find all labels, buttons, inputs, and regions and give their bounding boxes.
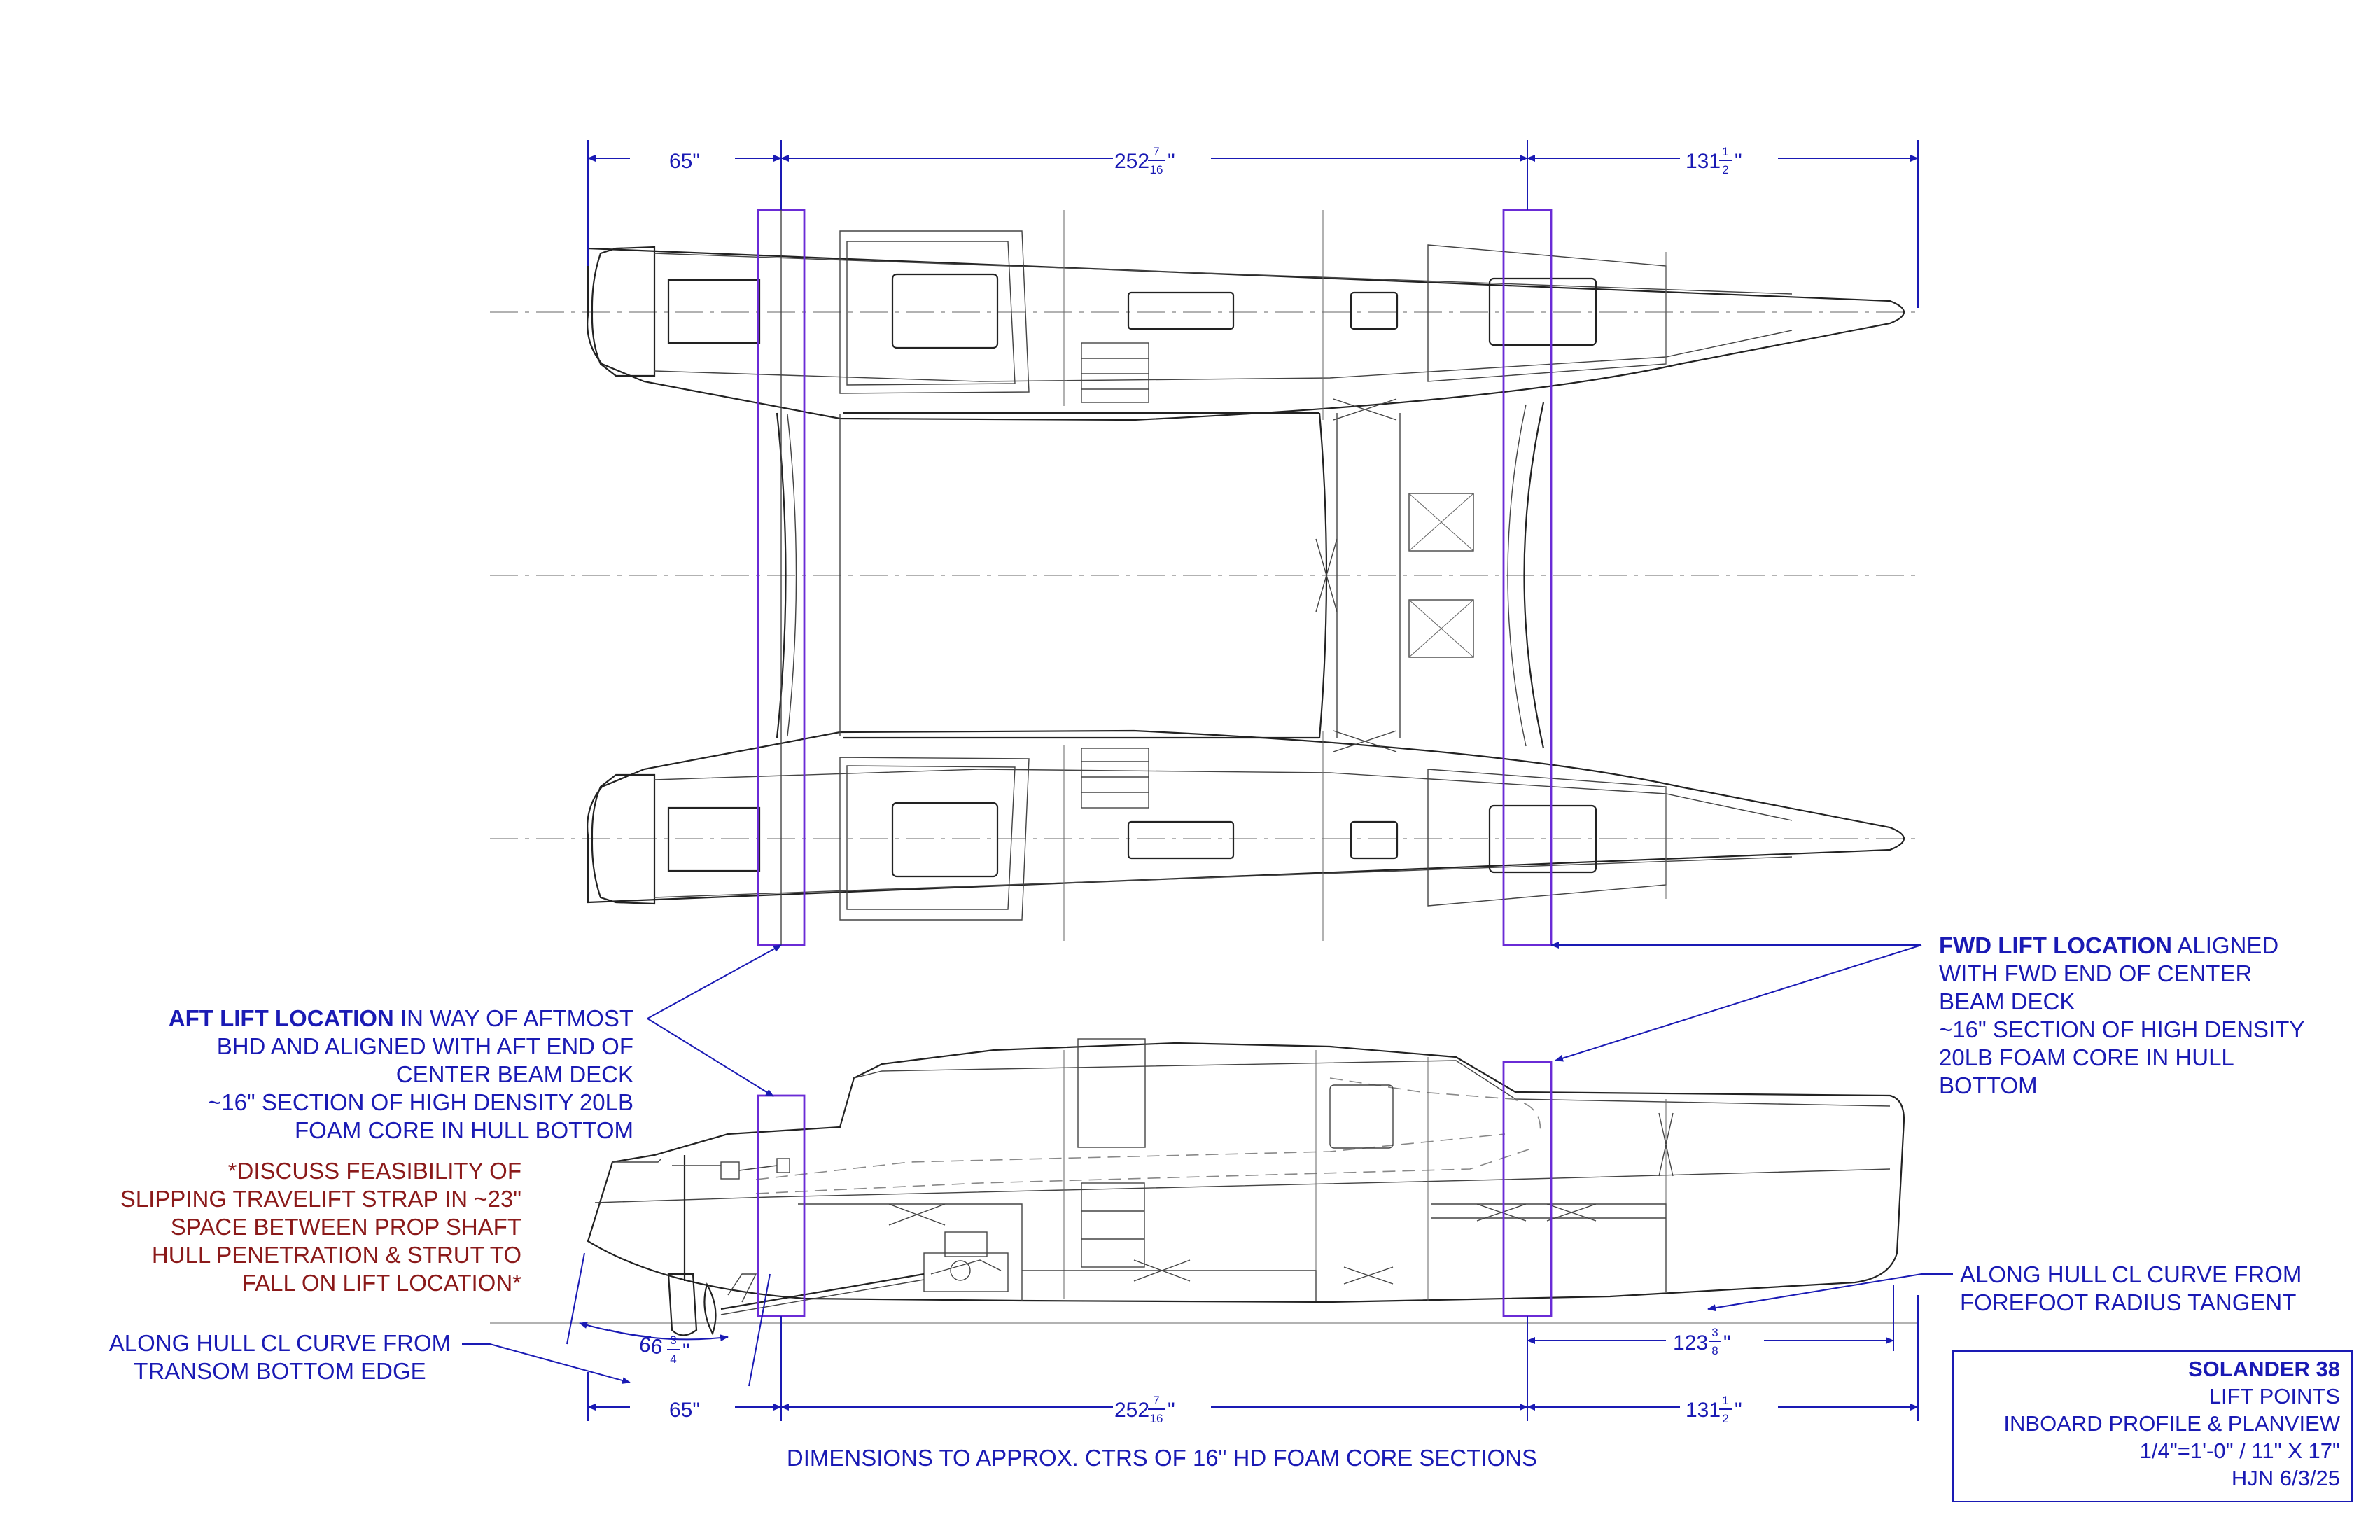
profile-dim-mid-suffix: " [1168, 1399, 1175, 1422]
title-block-line3: 1/4"=1'-0" / 11" X 17" [2140, 1438, 2340, 1463]
fwd-lift-line4: ~16" SECTION OF HIGH DENSITY [1939, 1016, 2304, 1042]
fwd-lift-line1-rest: ALIGNED [2172, 932, 2278, 958]
plan-bridge-deck [776, 398, 1545, 752]
plan-fwd-lift-box [1502, 209, 1553, 946]
profile-dim-aft: 65" [669, 1399, 700, 1422]
fwd-lift-line2: WITH FWD END OF CENTER [1939, 960, 2252, 986]
plan-view: 65" 252 7 16 " 131 1 2 " [490, 140, 1919, 946]
profile-dim-mid: 252 7 16 " [1114, 1394, 1175, 1425]
forefoot-curve-line2: FOREFOOT RADIUS TANGENT [1960, 1289, 2296, 1315]
profile-dim-fwd-whole: 131 [1686, 1399, 1721, 1422]
plan-dim-fwd-suffix: " [1735, 150, 1742, 173]
plan-upper-hatch-main [891, 273, 999, 349]
plan-dim-mid-whole: 252 [1114, 150, 1149, 173]
profile-companionway-steps [1081, 1182, 1145, 1268]
curve-fwd-whole: 123 [1673, 1331, 1708, 1354]
plan-dimension-line [587, 140, 1919, 308]
profile-curve-dim-aft: 66 3 4 " [566, 1252, 771, 1387]
title-block-name: SOLANDER 38 [2188, 1357, 2340, 1381]
plan-upper-companionway [1081, 342, 1149, 403]
profile-dim-fwd-num: 1 [1722, 1394, 1728, 1407]
forefoot-curve-line1: ALONG HULL CL CURVE FROM [1960, 1261, 2302, 1287]
title-block-line2: INBOARD PROFILE & PLANVIEW [2003, 1411, 2340, 1436]
profile-aft-lift-box [757, 1094, 806, 1317]
plan-dim-fwd: 131 1 2 " [1686, 145, 1742, 176]
plan-dim-aft: 65" [669, 150, 700, 173]
title-block-line1: LIFT POINTS [2209, 1384, 2340, 1408]
plan-lower-hull [587, 729, 1905, 941]
travelift-line4: HULL PENETRATION & STRUT TO [152, 1242, 522, 1268]
plan-dim-mid: 252 7 16 " [1114, 145, 1175, 176]
plan-deck-hatch-1 [1408, 493, 1474, 552]
fwd-lift-line3: BEAM DECK [1939, 988, 2075, 1014]
curve-fwd-den: 8 [1712, 1344, 1718, 1357]
plan-dim-fwd-den: 2 [1722, 163, 1728, 176]
plan-dim-mid-suffix: " [1168, 150, 1175, 173]
aft-lift-line4: ~16" SECTION OF HIGH DENSITY 20LB [208, 1089, 634, 1115]
fwd-lift-note: FWD LIFT LOCATION ALIGNED WITH FWD END O… [1550, 932, 2304, 1098]
aft-lift-title: AFT LIFT LOCATION [169, 1005, 394, 1031]
forefoot-curve-note: ALONG HULL CL CURVE FROM FOREFOOT RADIUS… [1707, 1261, 2302, 1315]
plan-upper-port [1127, 291, 1235, 330]
prop-strut [727, 1273, 757, 1303]
plan-dim-fwd-whole: 131 [1686, 150, 1721, 173]
plan-upper-hull [587, 210, 1905, 421]
prop-shaft [720, 1273, 925, 1310]
aft-lift-line1-rest: IN WAY OF AFTMOST [394, 1005, 634, 1031]
footer-note: DIMENSIONS TO APPROX. CTRS OF 16" HD FOA… [787, 1445, 1537, 1471]
fwd-lift-line6: BOTTOM [1939, 1072, 2038, 1098]
travelift-line3: SPACE BETWEEN PROP SHAFT [171, 1214, 522, 1240]
profile-dim-fwd-suffix: " [1735, 1399, 1742, 1422]
profile-dim-fwd-den: 2 [1722, 1412, 1728, 1425]
travelift-note: *DISCUSS FEASIBILITY OF SLIPPING TRAVELI… [120, 1158, 522, 1296]
fwd-lift-line5: 20LB FOAM CORE IN HULL [1939, 1044, 2234, 1070]
curve-aft-num: 3 [670, 1334, 676, 1347]
travelift-line2: SLIPPING TRAVELIFT STRAP IN ~23" [120, 1186, 522, 1212]
aft-lift-line3: CENTER BEAM DECK [396, 1061, 634, 1087]
propeller-icon [704, 1282, 717, 1336]
plan-upper-hatch-fwd [1488, 277, 1597, 346]
title-block-frame [1952, 1350, 2353, 1502]
rudder-icon [667, 1273, 698, 1336]
curve-aft-whole: 66 [638, 1333, 664, 1359]
travelift-line5: FALL ON LIFT LOCATION* [242, 1270, 522, 1296]
plan-deck-hatch-2 [1408, 599, 1474, 658]
curve-fwd-suffix: " [1723, 1331, 1731, 1354]
plan-upper-hatch-aft [667, 279, 761, 344]
fwd-lift-line1: FWD LIFT LOCATION ALIGNED [1939, 932, 2278, 958]
curve-aft-suffix: " [682, 1340, 690, 1363]
profile-dim-fwd: 131 1 2 " [1686, 1394, 1742, 1425]
profile-companionway [1077, 1038, 1146, 1148]
profile-dimension-line [587, 1295, 1919, 1421]
curve-aft-den: 4 [670, 1352, 676, 1366]
plan-dim-mid-num: 7 [1153, 145, 1159, 158]
plan-dim-mid-den: 16 [1150, 163, 1163, 176]
aft-lift-line2: BHD AND ALIGNED WITH AFT END OF [217, 1033, 634, 1059]
curve-fwd-num: 3 [1712, 1326, 1718, 1339]
plan-upper-port-small [1350, 291, 1399, 330]
aft-lift-line1: AFT LIFT LOCATION IN WAY OF AFTMOST [169, 1005, 634, 1031]
aft-lift-line5: FOAM CORE IN HULL BOTTOM [295, 1117, 634, 1143]
profile-portlight [1329, 1084, 1394, 1149]
profile-dim-mid-den: 16 [1150, 1412, 1163, 1425]
fwd-lift-title: FWD LIFT LOCATION [1939, 932, 2172, 958]
aft-lift-note: AFT LIFT LOCATION IN WAY OF AFTMOST BHD … [169, 944, 782, 1143]
profile-curve-dim-fwd: 123 3 8 " [1527, 1284, 1894, 1365]
engine-icon [923, 1231, 1009, 1292]
travelift-line1: *DISCUSS FEASIBILITY OF [228, 1158, 522, 1184]
title-block: SOLANDER 38 LIFT POINTS INBOARD PROFILE … [1952, 1350, 2353, 1502]
transom-curve-line2: TRANSOM BOTTOM EDGE [134, 1358, 426, 1384]
title-block-line4: HJN 6/3/25 [2232, 1466, 2340, 1490]
transom-curve-line1: ALONG HULL CL CURVE FROM [109, 1330, 451, 1356]
profile-dim-mid-whole: 252 [1114, 1399, 1149, 1422]
plan-dim-fwd-num: 1 [1722, 145, 1728, 158]
transom-curve-note: ALONG HULL CL CURVE FROM TRANSOM BOTTOM … [109, 1330, 631, 1384]
profile-hull-outline [587, 1042, 1905, 1303]
profile-dim-mid-num: 7 [1153, 1394, 1159, 1407]
profile-view: 66 3 4 " 123 3 8 " [490, 1038, 1919, 1425]
